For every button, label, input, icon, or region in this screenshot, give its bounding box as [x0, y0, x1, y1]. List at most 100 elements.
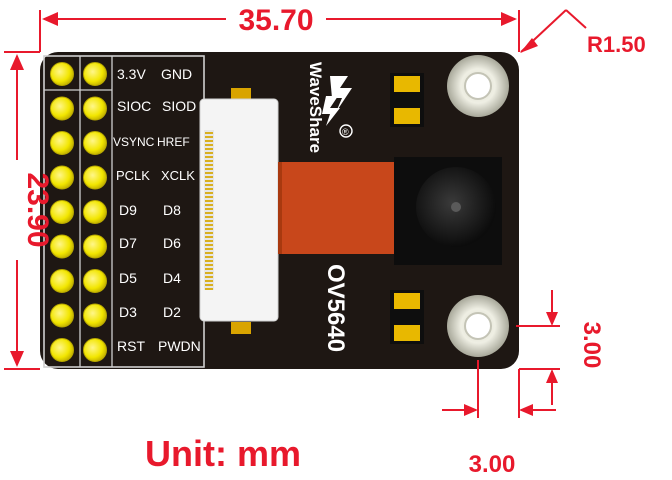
radius-value: R1.50 [587, 32, 646, 57]
pin-label-left: PCLK [116, 168, 150, 183]
fpc-contact [205, 192, 213, 194]
fpc-contact [205, 276, 213, 278]
header-pin-left [50, 62, 74, 86]
unit-label: Unit: mm [145, 433, 301, 474]
header-pin-right [83, 234, 107, 259]
pin-label-right: D2 [163, 304, 181, 320]
fpc-contact [205, 204, 213, 206]
registered-mark: ® [342, 127, 349, 137]
fpc-contact [205, 140, 213, 142]
fpc-contact [205, 236, 213, 238]
fpc-contact [205, 180, 213, 182]
fpc-contact [205, 156, 213, 158]
width-dimension: 35.70 [39, 3, 520, 52]
pin-label-right: D8 [163, 202, 181, 218]
fpc-contact [205, 244, 213, 246]
smd-pad [394, 325, 420, 341]
pin-label-right: GND [161, 66, 192, 82]
lens-center [451, 202, 461, 212]
header-pin-right [83, 131, 107, 155]
fpc-contact [205, 224, 213, 226]
arrow-icon [520, 38, 538, 53]
smd-pad [394, 108, 420, 124]
camera-sensor [394, 157, 502, 265]
fpc-contact [205, 220, 213, 222]
fpc-contact [205, 188, 213, 190]
model-label: OV5640 [322, 264, 349, 352]
header-pin-left [50, 338, 74, 362]
header-pin-left [50, 234, 74, 259]
fpc-contact [205, 264, 213, 266]
fpc-contact [205, 228, 213, 230]
mounting-hole-top [447, 55, 509, 117]
pin-labels: 3.3V GND SIOC SIOD VSYNC HREF PCLK XCLK … [113, 66, 201, 354]
hole-center [464, 312, 492, 340]
pin-label-left: 3.3V [117, 66, 146, 82]
mounting-hole-bottom [447, 295, 509, 357]
fpc-contact [205, 160, 213, 162]
header-pin-right [83, 303, 107, 328]
header-pin-right [83, 165, 107, 190]
fpc-contact [205, 164, 213, 166]
hole-offset-horizontal: 3.00 [442, 360, 556, 478]
fpc-contact [205, 272, 213, 274]
header-pin-left [50, 200, 74, 224]
vertical-offset-value: 3.00 [578, 322, 605, 369]
header-pin-right [83, 62, 107, 86]
pin-label-left: D3 [119, 304, 137, 320]
fpc-contact [205, 200, 213, 202]
fpc-contact [205, 144, 213, 146]
brand-mark: ® [322, 76, 353, 138]
registered-mark-icon [339, 124, 353, 138]
width-value: 35.70 [238, 4, 313, 37]
brand-logo: WaveShare [306, 62, 325, 153]
pin-label-right: PWDN [158, 338, 201, 354]
fpc-contact [205, 252, 213, 254]
fpc-contact [205, 232, 213, 234]
fpc-connector [199, 88, 279, 334]
smd-pad [394, 293, 420, 309]
fpc-contact [205, 184, 213, 186]
header-pin-left [50, 165, 74, 190]
fpc-contact [205, 288, 213, 290]
fpc-contact [205, 176, 213, 178]
pin-label-left: D5 [119, 270, 137, 286]
pin-label-right: D6 [163, 235, 181, 251]
header-pin-left [50, 303, 74, 328]
fpc-contact [205, 240, 213, 242]
fpc-contact [205, 148, 213, 150]
fpc-contact [205, 196, 213, 198]
arrow-up-icon [10, 54, 24, 70]
waveshare-logo-icon [330, 76, 352, 112]
arrow-left-icon [42, 12, 58, 26]
fpc-contact [205, 208, 213, 210]
pin-label-left: D9 [119, 202, 137, 218]
fpc-contact [205, 136, 213, 138]
arrow-left-icon [519, 404, 533, 416]
header-pin-right [83, 200, 107, 224]
waveshare-logo-icon-2 [322, 96, 340, 126]
label-backdrop [0, 160, 34, 260]
pin-header [43, 55, 205, 368]
pin-label-right: D4 [163, 270, 181, 286]
label-backdrop [226, 3, 326, 33]
fpc-contact [205, 248, 213, 250]
fpc-contact [205, 132, 213, 134]
pin-label-left: VSYNC [113, 135, 155, 149]
brand-name: WaveShare [306, 62, 325, 153]
height-dimension: 23.90 [0, 51, 54, 370]
pin-label-left: RST [117, 338, 145, 354]
corner-radius-annotation: R1.50 [520, 9, 646, 57]
fpc-contact [205, 284, 213, 286]
fpc-contact [205, 212, 213, 214]
hole-center [464, 72, 492, 100]
fpc-contact [205, 256, 213, 258]
fpc-contact [205, 168, 213, 170]
fpc-contact [205, 172, 213, 174]
pin-label-right: SIOD [162, 98, 196, 114]
fpc-contact [205, 260, 213, 262]
flex-cable [278, 162, 396, 254]
flex-cable-edge [278, 162, 282, 254]
height-value: 23.90 [21, 172, 54, 247]
